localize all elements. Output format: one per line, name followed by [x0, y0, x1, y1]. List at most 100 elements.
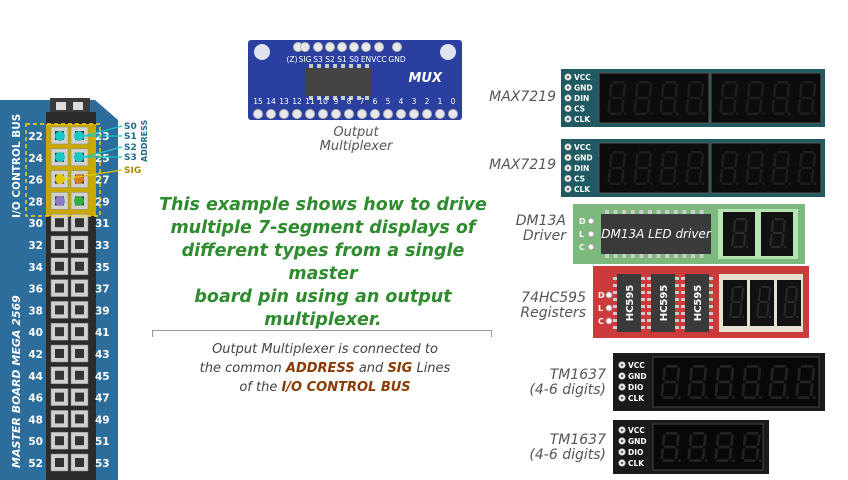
module-pin-label: VCC	[574, 73, 591, 82]
hc595-chip-text: HC595	[659, 285, 670, 322]
main-text-line: board pin using an output multiplexer.	[194, 287, 452, 330]
main-text-line: multiple 7-segment displays of	[170, 218, 476, 238]
mux-caption-1: Output	[333, 125, 379, 140]
pin-number-right: 47	[95, 393, 110, 405]
mux-channel-label: 3	[412, 97, 417, 106]
mux-pin-label: S3	[313, 55, 323, 64]
sig-label: SIG	[124, 166, 141, 176]
pin-number-right: 33	[95, 240, 110, 252]
pin-number-right: 37	[95, 284, 110, 296]
pin-number-left: 42	[28, 349, 43, 361]
mux-name: MUX	[408, 71, 442, 86]
hc595-chip-text: HC595	[693, 285, 704, 322]
pin-number-left: 48	[28, 414, 43, 426]
pin-number-right: 41	[95, 327, 110, 339]
pin-number-left: 34	[28, 262, 43, 274]
pin-number-left: 32	[28, 240, 43, 252]
module-pin-label: GND	[574, 154, 593, 163]
module-pin-label: L	[598, 304, 603, 313]
sig-led	[55, 174, 65, 184]
pin-number-left: 52	[28, 458, 43, 470]
note-line: Output Multiplexer is connected to	[212, 342, 438, 357]
board-title: MASTER BOARD MEGA 2569	[10, 295, 23, 468]
note-line: the common ADDRESS and SIG Lines	[199, 361, 451, 376]
mux-channel-pin	[435, 109, 445, 119]
mux-channel-label: 14	[266, 97, 276, 106]
mux-channel-label: 13	[279, 97, 289, 106]
tm1637-label-2: TM1637(4-6 digits)	[529, 432, 606, 463]
pin-number-left: 46	[28, 393, 43, 405]
pin-number-right: 29	[95, 196, 110, 208]
module-pin-label: D	[579, 217, 586, 226]
max7219-label-1: MAX7219	[489, 89, 556, 105]
mux-pin-label: S2	[325, 55, 335, 64]
mux-pin-label: S0	[349, 55, 359, 64]
module-pin-label: VCC	[628, 426, 645, 435]
mux-pin-label: EN	[361, 55, 371, 64]
module-pin-label: GND	[628, 437, 647, 446]
module-pin-label: CS	[574, 175, 585, 184]
s3-led	[74, 152, 84, 162]
module-pin-label: DIN	[574, 94, 589, 103]
mux-channel-label: 8	[347, 97, 352, 106]
mux-channel-label: 11	[305, 97, 315, 106]
main-text-line: different types from a single master	[181, 241, 465, 284]
bus-title: I/O CONTROL BUS	[11, 114, 23, 218]
mux-channel-pin	[266, 109, 276, 119]
module-pin-label: C	[579, 243, 585, 252]
module-pin-label: DIO	[628, 448, 643, 457]
pin-number-left: 22	[28, 131, 43, 143]
mux-pin-label: SIG	[299, 55, 312, 64]
pin-number-left: 26	[28, 175, 43, 187]
module-pin-label: CLK	[574, 185, 591, 194]
s0-led	[55, 131, 65, 141]
pin-number-right: 51	[95, 436, 110, 448]
pin-number-left: 30	[28, 218, 43, 230]
pin-number-left: 40	[28, 327, 43, 339]
mux-pin-label: VCC	[371, 55, 387, 64]
max7219-label-2: MAX7219	[489, 157, 556, 173]
mux-channel-label: 0	[451, 97, 456, 106]
mux-channel-pin	[292, 109, 302, 119]
pin-number-right: 43	[95, 349, 110, 361]
mux-channel-pin	[279, 109, 289, 119]
mux-channel-label: 12	[292, 97, 302, 106]
pin-number-right: 25	[95, 153, 110, 165]
pin-number-right: 45	[95, 371, 110, 383]
s2-label: S2	[124, 143, 137, 153]
mux-channel-label: 1	[438, 97, 443, 106]
s2-led	[55, 152, 65, 162]
mux-channel-pin	[331, 109, 341, 119]
mux-pin-label: (Z)	[287, 55, 298, 64]
pin-number-left: 28	[28, 196, 43, 208]
address-label: ADDRESS	[140, 120, 149, 163]
mux-channel-pin	[357, 109, 367, 119]
main-text-line: This example shows how to drive	[159, 195, 487, 215]
mux-channel-label: 7	[360, 97, 365, 106]
connection-note: Output Multiplexer is connected to the c…	[190, 340, 460, 397]
module-pin-label: GND	[628, 372, 647, 381]
mux-channel-pin	[422, 109, 432, 119]
mux-channel-label: 6	[373, 97, 378, 106]
mux-caption-2: Multiplexer	[319, 139, 393, 154]
module-pin-label: C	[598, 317, 604, 326]
s0-label: S0	[124, 122, 137, 132]
module-pin-label: CLK	[574, 115, 591, 124]
pin-number-right: 39	[95, 305, 110, 317]
pin-number-left: 36	[28, 284, 43, 296]
mux-channel-pin	[396, 109, 406, 119]
note-line: of the I/O CONTROL BUS	[239, 380, 411, 395]
pin-number-right: 35	[95, 262, 110, 274]
mux-channel-pin	[305, 109, 315, 119]
pin-number-right: 53	[95, 458, 110, 470]
mux-channel-pin	[409, 109, 419, 119]
mux-channel-pin	[383, 109, 393, 119]
